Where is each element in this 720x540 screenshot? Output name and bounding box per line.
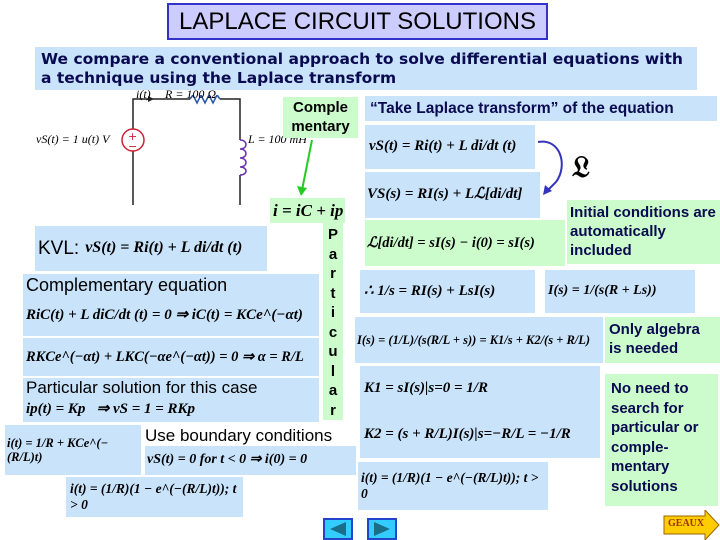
complementary-tag: Comple mentary (283, 97, 358, 138)
boundary-box: Use boundary conditions vS(t) = 0 for t … (145, 425, 356, 475)
svg-text:−: − (128, 140, 137, 153)
letter: a (328, 245, 338, 263)
triangle-right-icon (374, 522, 390, 536)
letter: P (327, 226, 338, 243)
intro-text: We compare a conventional approach to so… (35, 47, 697, 90)
letter: i (330, 304, 336, 321)
no-need-note: No need to search for particular or comp… (605, 374, 718, 506)
complementary-box: Complementary equation RiC(t) + L diC/dt… (23, 274, 319, 336)
final-solution-right: i(t) = (1/R)(1 − e^(−(R/L)t)); t > 0 (358, 462, 548, 510)
slide-title: LAPLACE CIRCUIT SOLUTIONS (167, 3, 548, 40)
k1-equation: K1 = sI(s)|s=0 = 1/R (364, 380, 488, 397)
s-domain-equation: VS(s) = RI(s) + Lℒ[di/dt] (365, 172, 540, 218)
kvl-box: KVL: vS(t) = Ri(t) + L di/dt (t) (35, 226, 267, 271)
boundary-equation: vS(t) = 0 for t < 0 ⇒ i(0) = 0 (145, 446, 356, 475)
source-label: vS(t) = 1 u(t) V (36, 132, 110, 146)
letter: r (330, 401, 336, 419)
complementary-title: Complementary equation (26, 275, 228, 295)
rl-circuit-diagram: + − (121, 95, 247, 205)
general-solution: i(t) = 1/R + KCe^(−(R/L)t) (5, 425, 141, 475)
time-domain-equation: vS(t) = Ri(t) + L di/dt (t) (365, 125, 535, 169)
particular-title: Particular solution for this case (26, 378, 258, 397)
complementary-equation: RiC(t) + L diC/dt (t) = 0 ⇒ iC(t) = KCe^… (26, 307, 303, 324)
geaux-button[interactable]: GEAUX (663, 510, 720, 540)
derivative-equation: ℒ[di/dt] = sI(s) − i(0) = sI(s) (365, 220, 565, 266)
initial-conditions-note: Initial conditions are automatically inc… (567, 200, 720, 264)
green-arrow-icon (297, 139, 313, 196)
letter: c (328, 323, 338, 341)
prev-slide-button[interactable] (323, 518, 353, 540)
letter: l (330, 362, 336, 380)
substituted-equation: ∴ 1/s = RI(s) + LsI(s) (360, 270, 535, 313)
algebra-note: Only algebra is needed (605, 317, 720, 363)
resistor-label: R = 100 Ω (165, 87, 217, 101)
k2-equation: K2 = (s + R/L)I(s)|s=−R/L = −1/R (364, 426, 571, 443)
sum-equation: i = iC + ip (270, 198, 345, 223)
is-equation: I(s) = 1/(s(R + Ls)) (545, 270, 695, 313)
geaux-label: GEAUX (668, 518, 705, 529)
triangle-left-icon (330, 522, 346, 536)
letter: r (330, 265, 336, 282)
letter: t (330, 284, 336, 302)
transform-arrow-icon (537, 140, 563, 195)
boundary-title: Use boundary conditions (145, 426, 333, 445)
laplace-title: “Take Laplace transform” of the equation (365, 96, 717, 121)
coefficients-box: K1 = sI(s)|s=0 = 1/R K2 = (s + R/L)I(s)|… (360, 366, 600, 458)
current-label: i(t) (136, 87, 151, 101)
letter: u (328, 343, 338, 360)
kvl-label: KVL: (38, 237, 80, 259)
particular-equation: ip(t) = Kp ⇒ vS = 1 = RKp (26, 401, 196, 418)
next-slide-button[interactable] (367, 518, 397, 540)
partial-fraction-equation: I(s) = (1/L)/(s(R/L + s)) = K1/s + K2/(s… (355, 317, 603, 363)
arrow-right-icon (663, 510, 720, 540)
letter: a (328, 382, 338, 399)
svg-text:+: + (128, 130, 137, 143)
alpha-equation: RKCe^(−αt) + LKC(−αe^(−αt)) = 0 ⇒ α = R/… (23, 338, 319, 376)
laplace-symbol: 𝔏 (572, 150, 590, 185)
kvl-equation: vS(t) = Ri(t) + L di/dt (t) (85, 239, 243, 257)
particular-box: Particular solution for this case ip(t) … (23, 378, 319, 422)
final-solution-left: i(t) = (1/R)(1 − e^(−(R/L)t)); t > 0 (66, 477, 243, 517)
